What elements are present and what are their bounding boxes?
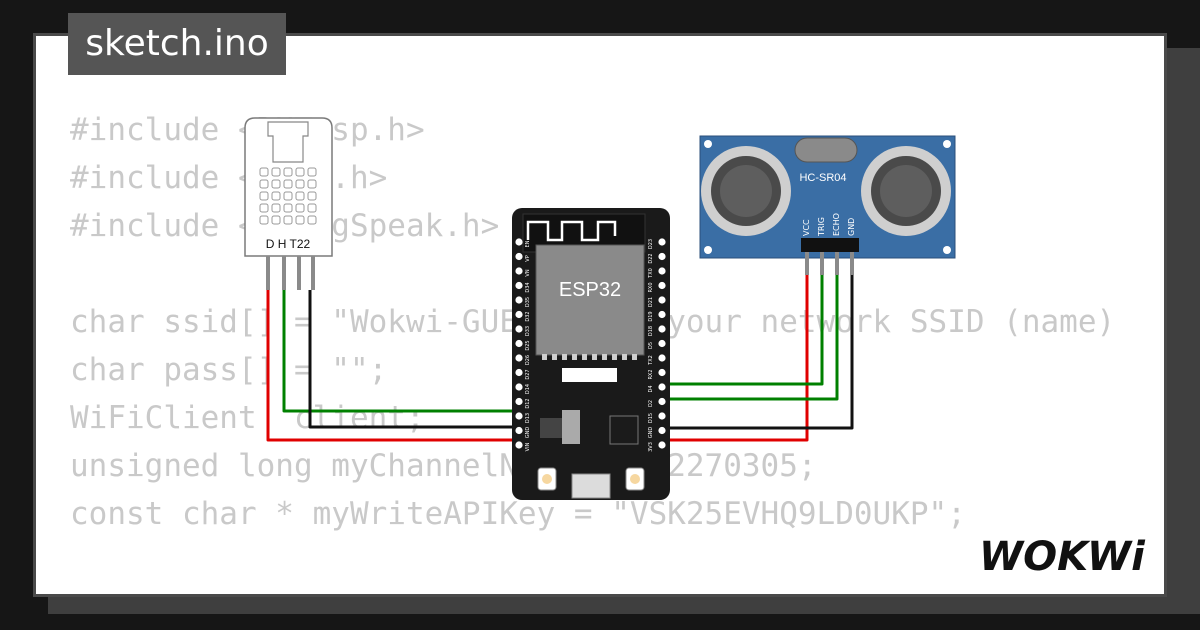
wire-dht-data-green: [282, 290, 517, 413]
esp32-pin-label: D13: [525, 413, 531, 423]
esp32-pin[interactable]: [658, 267, 666, 275]
esp32-pin-label: VN: [525, 269, 531, 276]
wire-echo-green: [662, 275, 839, 401]
wire-trig-green: [662, 275, 824, 386]
esp32-pin[interactable]: [515, 426, 523, 435]
esp32-pin-label: D27: [525, 369, 531, 379]
esp32-pin[interactable]: [515, 296, 523, 304]
esp32-pin-label: D32: [525, 311, 531, 321]
esp32-pin[interactable]: [658, 281, 666, 290]
esp32-pin-label: TX2: [648, 355, 654, 366]
code-line: WiFiClient client;: [70, 400, 425, 436]
wokwi-logo-text: WOKWi: [979, 534, 1146, 580]
esp32-pin[interactable]: [658, 412, 666, 420]
esp32-pin-label: TX0: [648, 268, 654, 279]
esp32-pin[interactable]: [658, 354, 666, 362]
esp32-pin[interactable]: [658, 397, 666, 406]
esp32-pin-label: D21: [648, 297, 654, 307]
esp32-pin[interactable]: [515, 397, 523, 406]
hcsr04-pin-label: TRIG: [817, 217, 826, 237]
esp32-pin[interactable]: [515, 252, 523, 261]
esp32-pin[interactable]: [515, 267, 523, 275]
esp32-pin[interactable]: [658, 383, 666, 391]
esp32-pin[interactable]: [658, 310, 666, 319]
code-line: char pass[] = "";: [70, 352, 388, 388]
esp32-pin[interactable]: [515, 441, 523, 449]
hcsr04-pin-label: VCC: [802, 219, 811, 236]
hcsr04-pin-label: GND: [847, 218, 856, 236]
esp32-pin-label: D5: [648, 342, 654, 349]
esp32-pin-label: D34: [525, 282, 531, 292]
esp32-pin-label: GND: [648, 427, 654, 439]
esp32-pin[interactable]: [515, 412, 523, 420]
esp32-pin[interactable]: [658, 325, 666, 333]
esp32-pin-label: D12: [525, 398, 531, 408]
esp32-pin-label: D19: [648, 311, 654, 321]
esp32-pin[interactable]: [658, 368, 666, 377]
esp32-pin[interactable]: [658, 441, 666, 449]
wire-gnd-black: [662, 275, 854, 430]
esp32-pin-label: D2: [648, 400, 654, 407]
esp32-pin-label: D15: [648, 413, 654, 423]
esp32-pin[interactable]: [515, 383, 523, 391]
esp32-pin[interactable]: [658, 296, 666, 304]
esp32-label: ESP32: [559, 279, 621, 301]
hcsr04-sensor[interactable]: HC-SR04 VCC TRIG ECHO GND: [699, 135, 956, 275]
wire-dht-gnd-black: [308, 290, 517, 429]
esp32-pin[interactable]: [515, 354, 523, 362]
dht22-sensor[interactable]: D H T22: [244, 117, 333, 290]
esp32-pin[interactable]: [515, 339, 523, 348]
esp32-pin[interactable]: [658, 339, 666, 348]
esp32-pin[interactable]: [515, 238, 523, 246]
code-line: const char * myWriteAPIKey = "VSK25EVHQ9…: [70, 496, 966, 532]
esp32-pin-label: RX2: [648, 369, 654, 379]
esp32-pin[interactable]: [515, 281, 523, 290]
esp32-pin-label: D18: [648, 326, 654, 336]
esp32-pin[interactable]: [515, 368, 523, 377]
esp32-pin-label: D14: [525, 384, 531, 394]
esp32-board[interactable]: ESP32 ENVPVND34D35D32D33D25D26D27D14D12D…: [512, 208, 670, 500]
code-line: const int trig = 23;: [70, 586, 1115, 594]
esp32-pin-label: VP: [525, 255, 531, 261]
wokwi-logo: WOKWi: [979, 534, 1146, 580]
esp32-pin-label: D4: [648, 385, 654, 392]
esp32-pin[interactable]: [658, 426, 666, 435]
esp32-pin-label: D35: [525, 297, 531, 307]
file-tab[interactable]: sketch.ino: [68, 13, 286, 75]
dht-label: D H T22: [266, 237, 311, 251]
esp32-pin-label: D23: [648, 239, 654, 249]
esp32-pin-label: D26: [525, 355, 531, 365]
esp32-pin[interactable]: [658, 252, 666, 261]
esp32-pin-label: RX0: [648, 282, 654, 292]
esp32-pin-label: D22: [648, 253, 654, 263]
esp32-pin-label: D25: [525, 340, 531, 350]
hcsr04-label: HC-SR04: [799, 172, 846, 184]
esp32-pin[interactable]: [515, 310, 523, 319]
dht-grille: [259, 167, 317, 225]
esp32-pin[interactable]: [658, 238, 666, 246]
esp32-pin-label: GND: [525, 427, 531, 439]
esp32-pin[interactable]: [515, 325, 523, 333]
esp32-pin-label: EN: [525, 240, 531, 247]
esp32-pin-label: VIN: [525, 442, 531, 451]
esp32-pin-label: D33: [525, 326, 531, 336]
esp32-pin-label: 3V3: [648, 442, 654, 452]
hcsr04-pin-label: ECHO: [832, 213, 841, 236]
